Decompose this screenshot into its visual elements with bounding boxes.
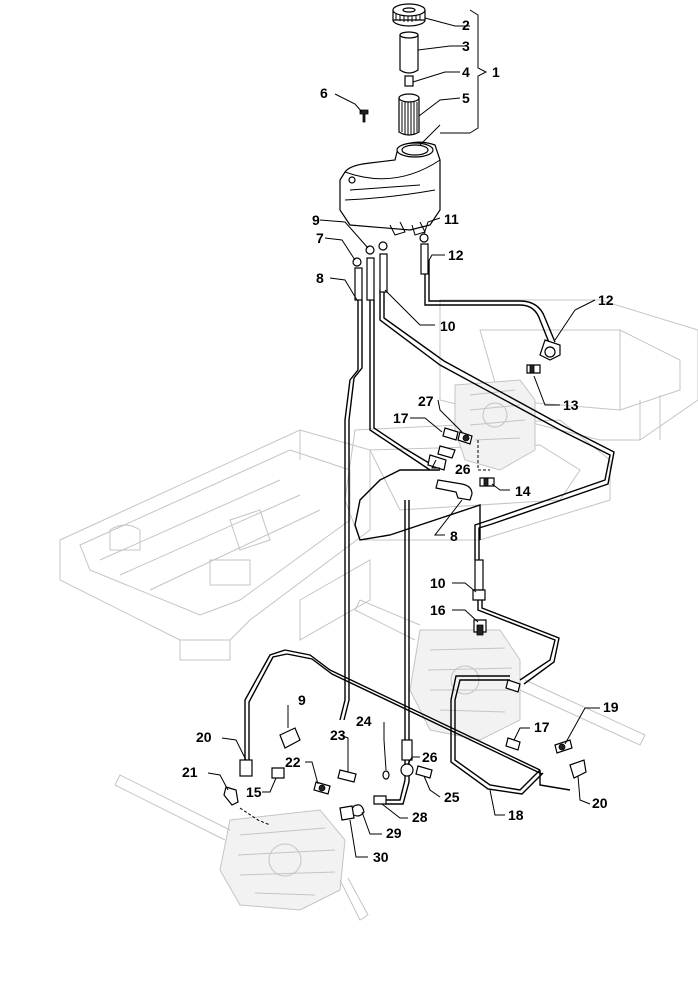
callout-2: 2 — [462, 17, 470, 33]
callout-22: 22 — [285, 754, 301, 770]
callout-8-mid: 8 — [450, 528, 458, 544]
callout-10-lower: 10 — [430, 575, 446, 591]
callout-28: 28 — [412, 809, 428, 825]
callout-20-right: 20 — [592, 795, 608, 811]
callout-10-upper: 10 — [440, 318, 456, 334]
callout-15: 15 — [246, 784, 262, 800]
callout-21: 21 — [182, 764, 198, 780]
callout-3: 3 — [462, 38, 470, 54]
callout-26-upper: 26 — [455, 461, 471, 477]
callout-25: 25 — [444, 789, 460, 805]
callout-14: 14 — [515, 483, 531, 499]
callout-5: 5 — [462, 90, 470, 106]
callout-11: 11 — [444, 211, 459, 227]
background-frame — [59, 299, 698, 921]
callout-18: 18 — [508, 807, 524, 823]
callout-9-lower: 9 — [298, 692, 306, 708]
callout-1: 1 — [492, 64, 500, 80]
callout-17-upper: 17 — [393, 410, 409, 426]
callout-12-right: 12 — [598, 292, 614, 308]
callout-30: 30 — [373, 849, 389, 865]
leader-lines — [207, 17, 600, 858]
callout-7: 7 — [316, 230, 324, 246]
fuel-tank-assembly — [339, 3, 488, 236]
callout-16: 16 — [430, 602, 446, 618]
callout-labels: 2 3 4 1 5 6 9 11 7 12 8 12 10 13 27 17 2… — [182, 17, 619, 865]
callout-23: 23 — [330, 727, 346, 743]
callout-26-lower: 26 — [422, 749, 438, 765]
hose-lines — [244, 260, 615, 805]
callout-27: 27 — [418, 393, 434, 409]
callout-13: 13 — [563, 397, 579, 413]
callout-12-upper: 12 — [448, 247, 464, 263]
callout-6: 6 — [320, 85, 328, 101]
callout-29: 29 — [386, 825, 402, 841]
callout-24: 24 — [356, 713, 372, 729]
callout-17-lower: 17 — [534, 719, 550, 735]
callout-19: 19 — [603, 699, 619, 715]
callout-4: 4 — [462, 64, 470, 80]
callout-9-upper: 9 — [312, 212, 320, 228]
callout-20-left: 20 — [196, 729, 212, 745]
callout-8-upper: 8 — [316, 270, 324, 286]
